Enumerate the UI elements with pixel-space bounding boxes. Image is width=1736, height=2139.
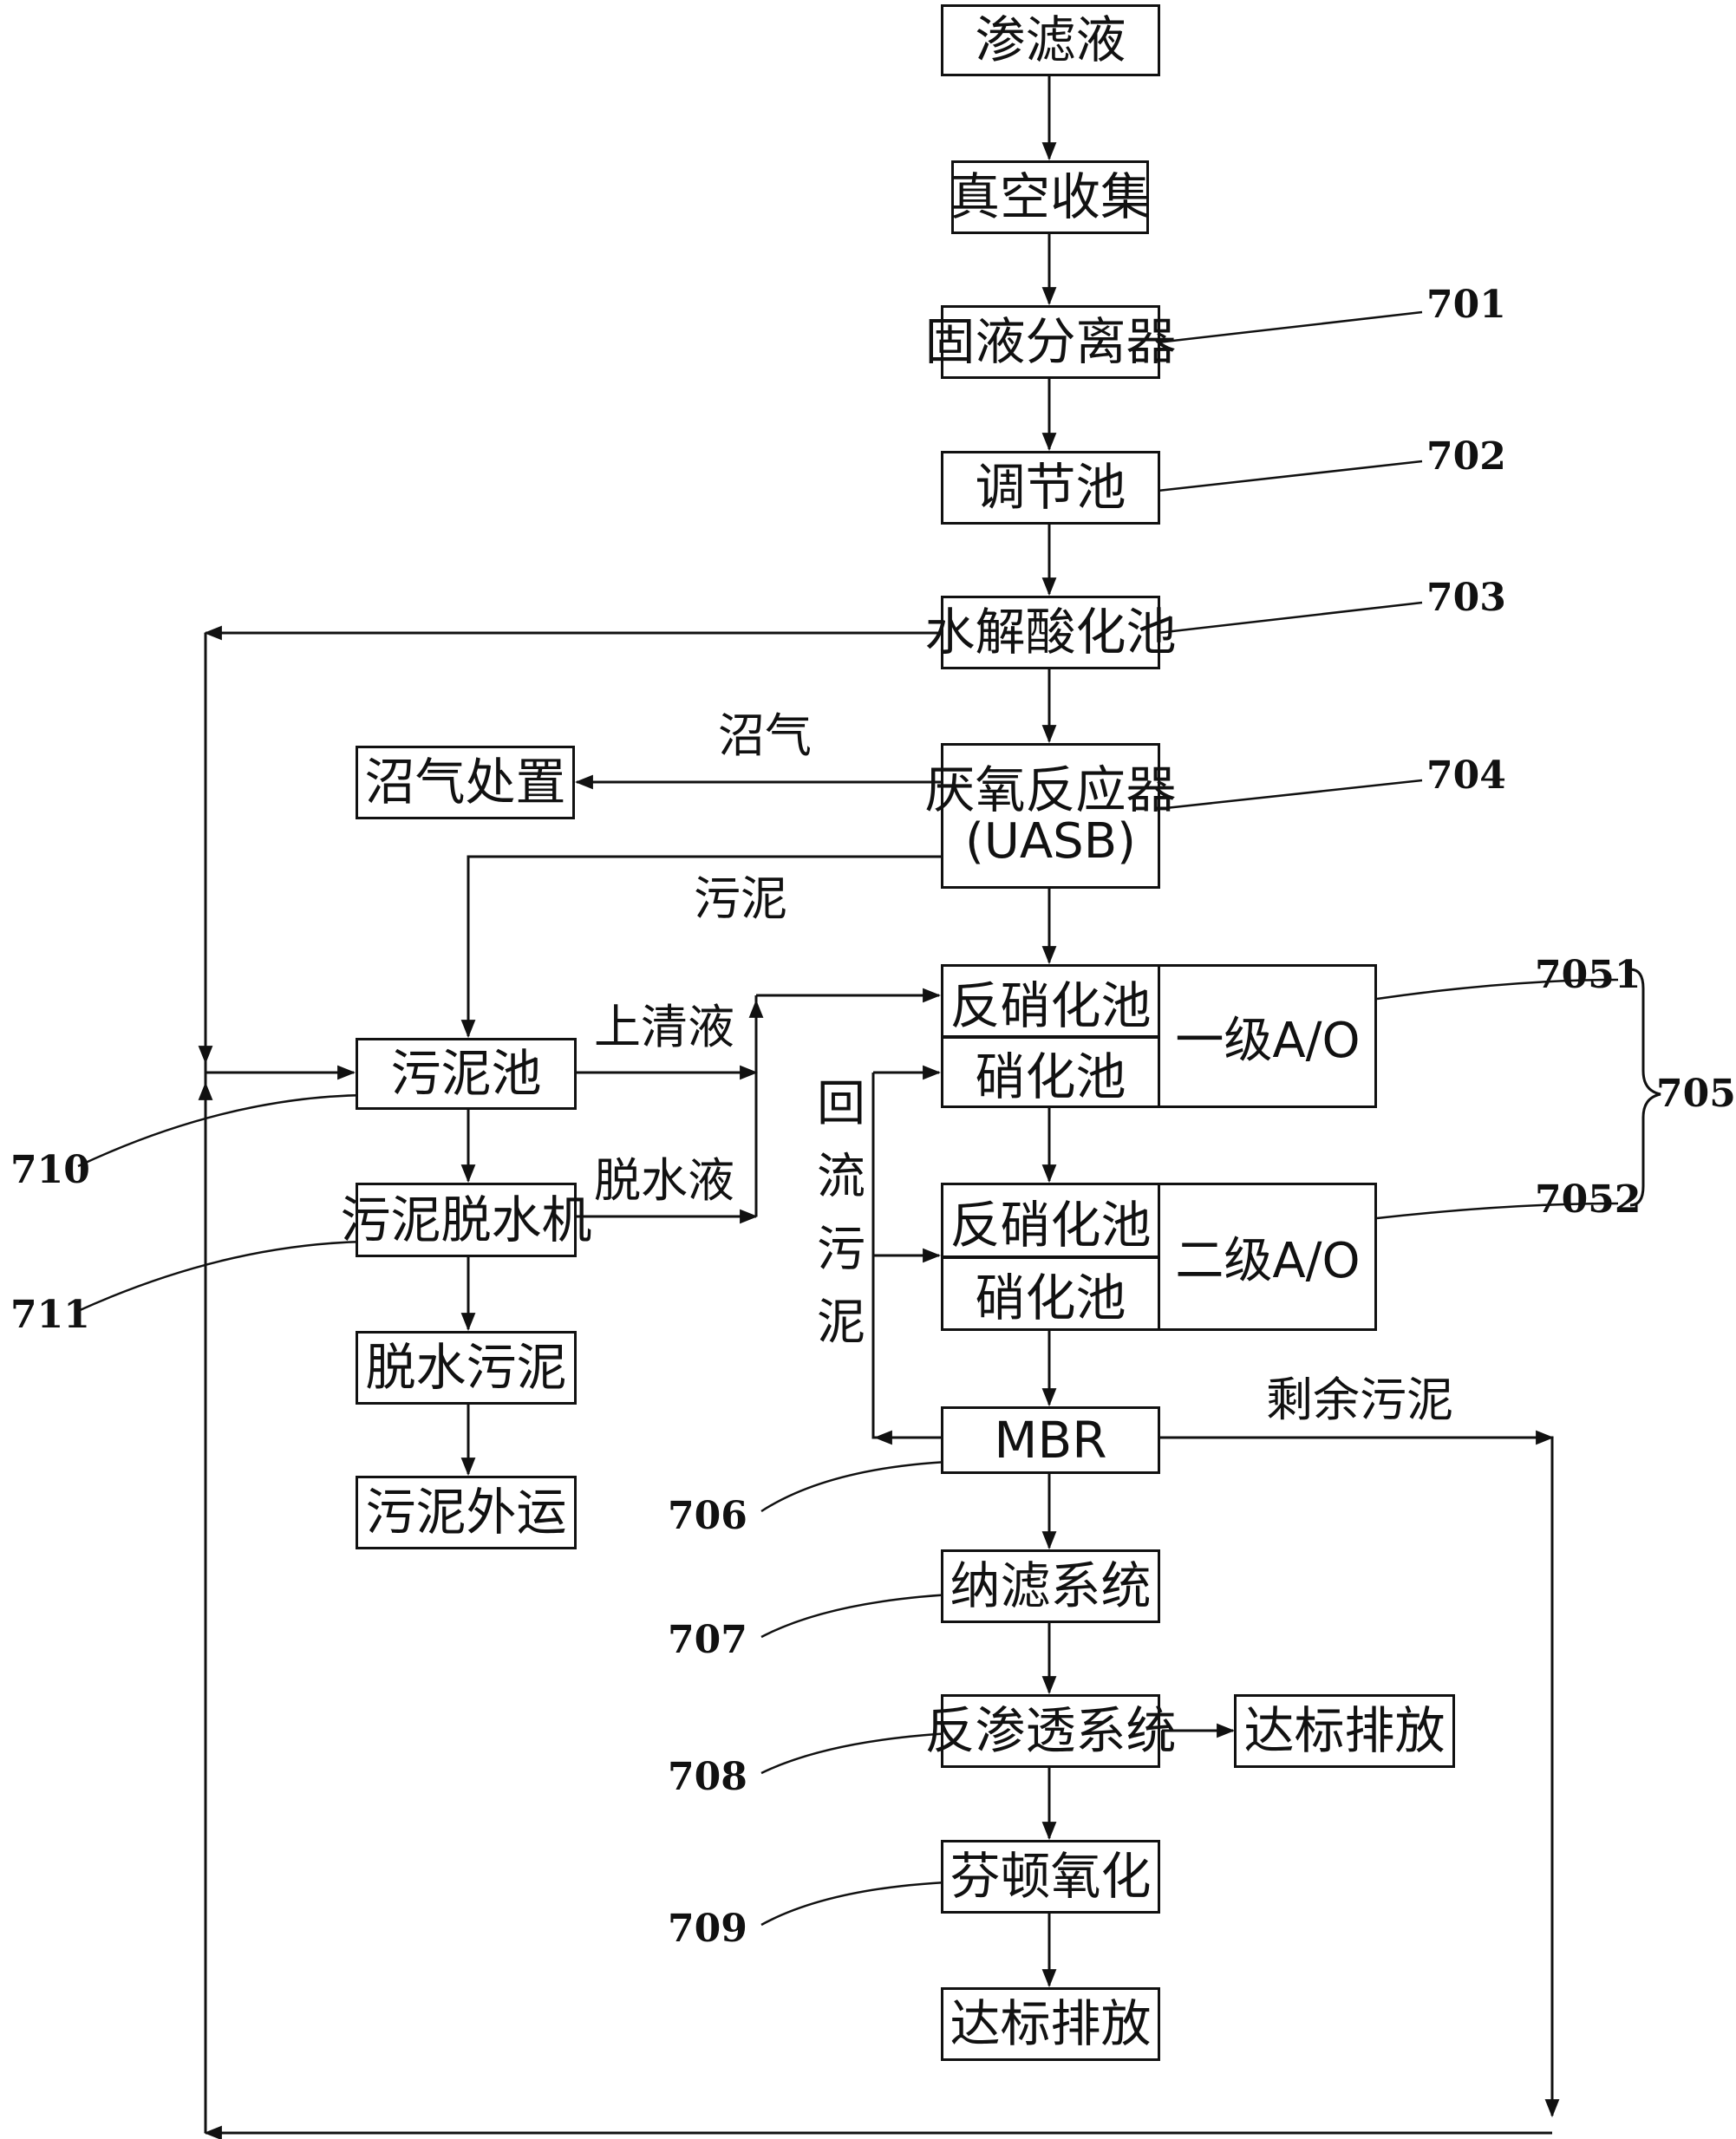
ref-701: 701 (1426, 283, 1506, 327)
ref-709: 709 (668, 1907, 747, 1951)
ref-703: 703 (1426, 576, 1506, 620)
sludge-label: 污泥 (694, 871, 787, 926)
leader-702 (1157, 460, 1423, 492)
leader-709 (760, 1880, 968, 1927)
separator-box: 固液分离器 (925, 305, 1177, 379)
ref-705: 705 (1656, 1072, 1736, 1116)
leader-706 (760, 1459, 968, 1513)
return-sludge-label: 回 流 污 泥 (817, 1076, 865, 1351)
ao1-label: 一级A/O (1175, 1012, 1361, 1069)
leachate-box: 渗滤液 (941, 4, 1160, 76)
leader-710 (77, 1093, 367, 1168)
dewatered-sludge-box: 脱水污泥 (356, 1331, 577, 1405)
nitrification1-cell: 硝化池 (941, 1036, 1160, 1108)
ao2-label: 二级A/O (1175, 1233, 1361, 1289)
ref-706: 706 (668, 1494, 747, 1538)
leader-7051 (1376, 978, 1619, 1001)
leader-708 (760, 1731, 968, 1775)
ref-7052: 7052 (1535, 1177, 1641, 1222)
excess-sludge-line (1160, 1436, 1554, 2116)
ref-7051: 7051 (1535, 953, 1641, 997)
leader-704 (1157, 779, 1423, 811)
ref-711: 711 (10, 1293, 90, 1337)
excess-sludge-label: 剩余污泥 (1266, 1373, 1453, 1427)
ref-708: 708 (668, 1755, 747, 1799)
uasb-box: 厌氧反应器 (UASB) (925, 743, 1177, 889)
leader-701 (1157, 310, 1423, 344)
sludge-tank-box: 污泥池 (356, 1038, 577, 1110)
ref-710: 710 (10, 1148, 90, 1192)
sludge-transport-box: 污泥外运 (356, 1476, 577, 1549)
mbr-box: MBR (941, 1406, 1160, 1474)
regulating-tank-box: 调节池 (941, 451, 1160, 525)
brace-705 (1629, 968, 1661, 1207)
vacuum-collection-box: 真空收集 (950, 160, 1151, 234)
dewatering-liquid-label: 脱水液 (594, 1153, 734, 1208)
hydrolysis-box: 水解酸化池 (925, 596, 1177, 669)
discharge-final-box: 达标排放 (941, 1987, 1160, 2061)
leader-707 (760, 1592, 968, 1639)
arrow-uasb-sludge (460, 855, 941, 1039)
leader-711 (77, 1240, 367, 1313)
ref-702: 702 (1426, 434, 1506, 479)
uasb-label: 厌氧反应器 (924, 760, 1177, 820)
leader-7052 (1376, 1202, 1619, 1220)
supernatant-label: 上清液 (594, 1000, 734, 1054)
leader-703 (1157, 601, 1423, 635)
reverse-osmosis-box: 反渗透系统 (925, 1694, 1177, 1768)
nitrification2-cell: 硝化池 (941, 1256, 1160, 1331)
denitrification2-cell: 反硝化池 (941, 1183, 1160, 1258)
ref-704: 704 (1426, 753, 1506, 798)
biogas-label: 沼气 (718, 708, 812, 763)
nanofiltration-box: 纳滤系统 (941, 1549, 1160, 1623)
ref-707: 707 (668, 1618, 747, 1662)
biogas-disposal-box: 沼气处置 (356, 746, 575, 819)
uasb-abbrev: (UASB) (965, 813, 1136, 871)
discharge-side-box: 达标排放 (1234, 1694, 1455, 1768)
denitrification1-cell: 反硝化池 (941, 964, 1160, 1038)
return-sludge-line (871, 1073, 941, 1439)
dewatering-machine-box: 污泥脱水机 (341, 1183, 592, 1257)
fenton-box: 芬顿氧化 (941, 1840, 1160, 1914)
